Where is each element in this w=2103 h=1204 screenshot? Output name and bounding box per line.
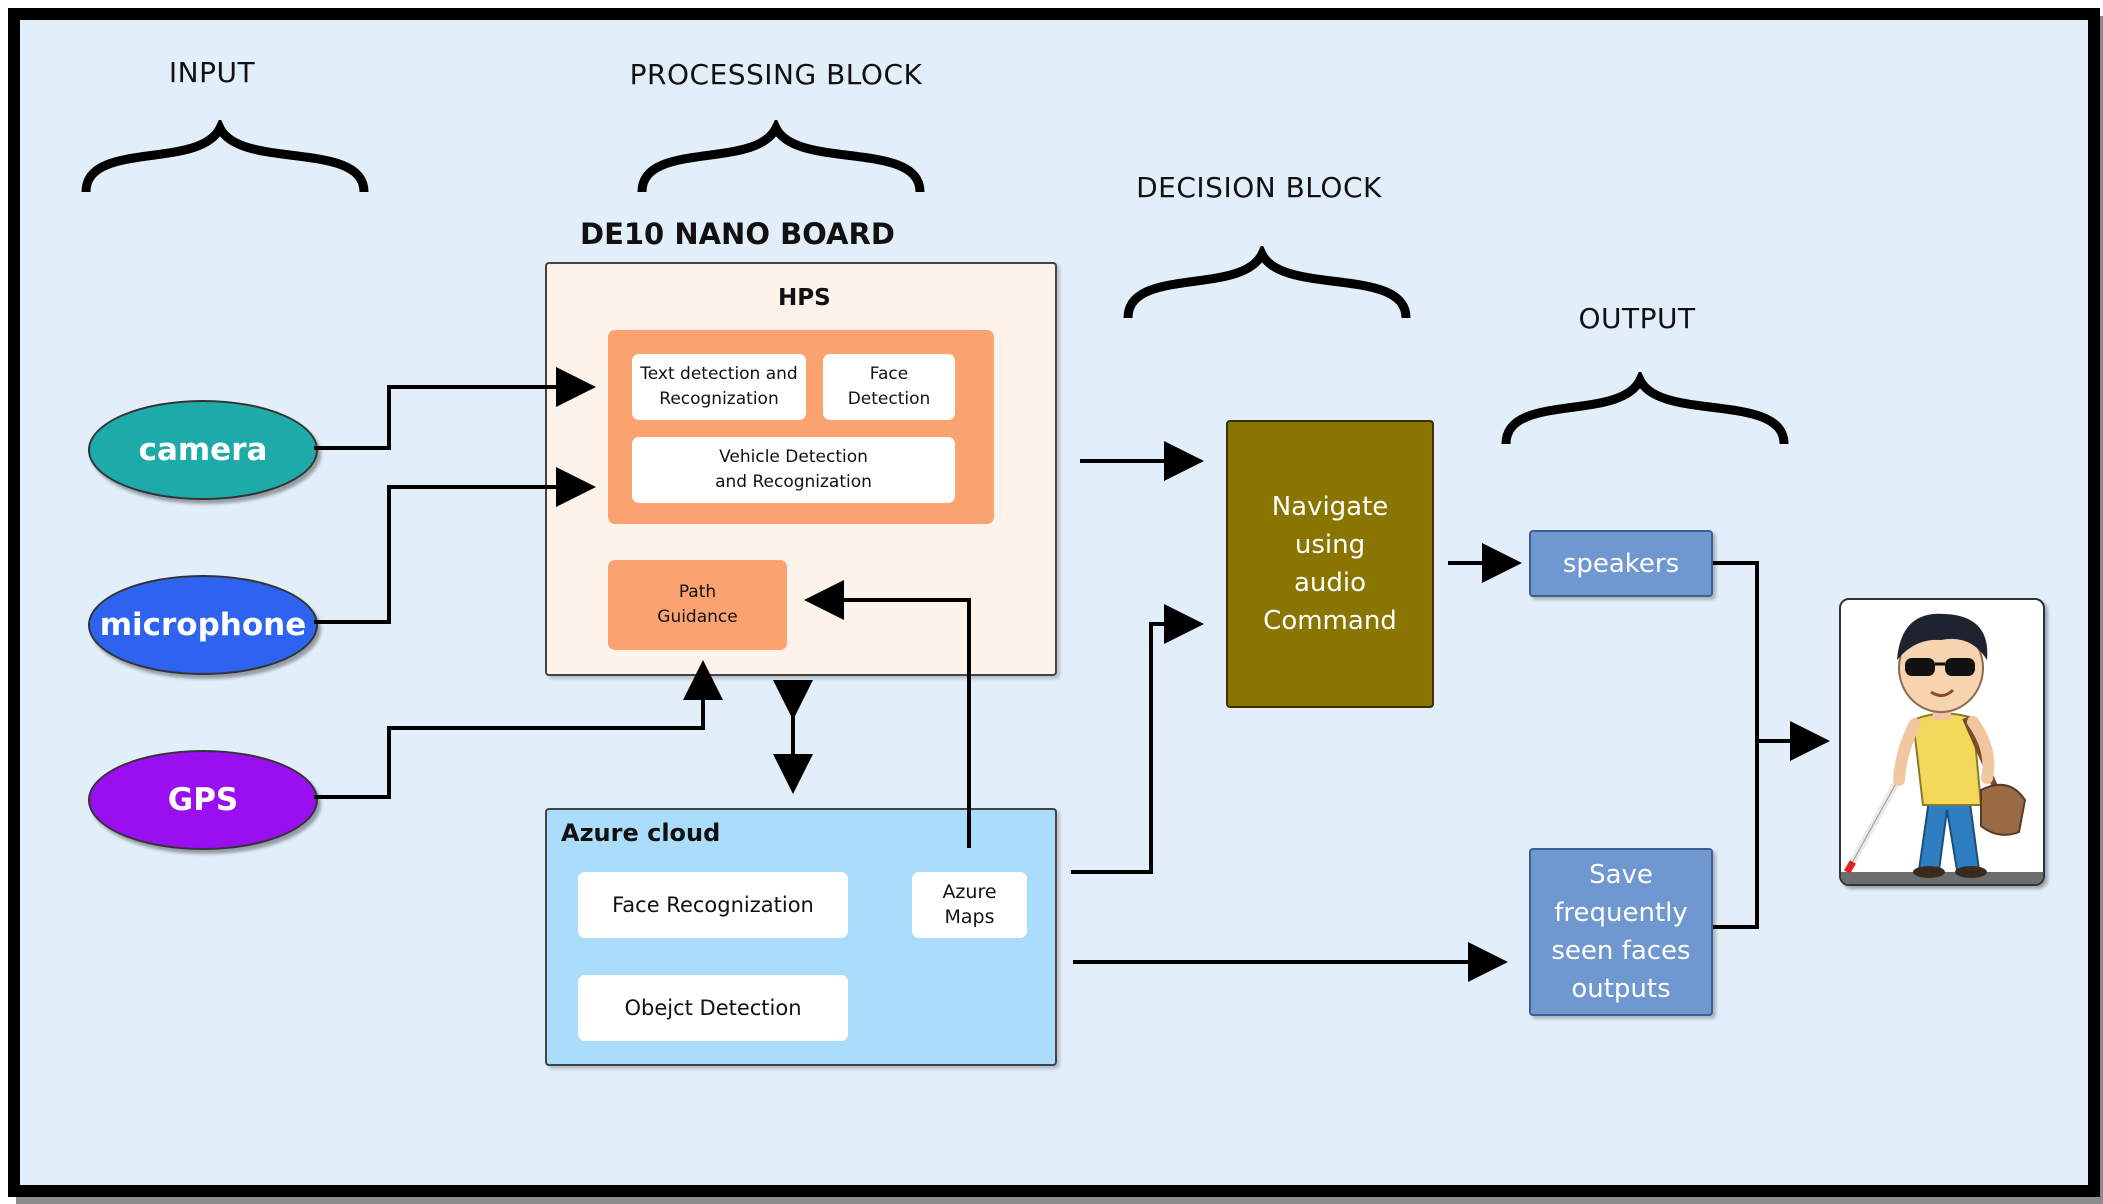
cloud-to-decision-arrow: [1071, 604, 1204, 874]
output-brace: [1501, 372, 1789, 445]
vehicle-detection-module: Vehicle Detection and Recognization: [632, 437, 955, 503]
decision-navigate-box: Navigate using audio Command: [1226, 420, 1434, 708]
face-recognization-module: Face Recognization: [578, 872, 848, 938]
maps-to-path-arrow: [804, 580, 971, 848]
save-faces-output: Save frequently seen faces outputs: [1529, 848, 1713, 1016]
section-title-input: INPUT: [168, 56, 256, 89]
object-detection-module: Obejct Detection: [578, 975, 848, 1041]
path-guidance-module: Path Guidance: [608, 560, 787, 650]
gps-to-path-arrow: [314, 660, 723, 799]
azure-cloud-title: Azure cloud: [561, 819, 721, 847]
section-title-processing: PROCESSING BLOCK: [629, 58, 923, 91]
face-detection-module: Face Detection: [823, 354, 955, 420]
section-title-decision: DECISION BLOCK: [1136, 171, 1382, 204]
input-brace: [81, 120, 369, 193]
microphone-to-hps-arrow: [314, 467, 596, 624]
decision-brace: [1123, 246, 1411, 319]
board-title: DE10 NANO BOARD: [580, 217, 895, 251]
text-detection-module: Text detection and Recognization: [632, 354, 806, 420]
section-title-output: OUTPUT: [1578, 302, 1696, 335]
hps-label: HPS: [778, 285, 831, 311]
blind-user-card: [1839, 598, 2045, 886]
speakers-join-line: [1713, 561, 1759, 929]
processing-brace: [637, 120, 925, 193]
gps-input: GPS: [88, 750, 318, 850]
camera-input: camera: [88, 400, 318, 500]
azure-maps-module: Azure Maps: [912, 872, 1027, 938]
camera-to-hps-arrow: [314, 367, 596, 450]
speakers-output: speakers: [1529, 530, 1713, 597]
blind-person-illustration: [1841, 613, 2043, 884]
microphone-input: microphone: [88, 575, 318, 675]
